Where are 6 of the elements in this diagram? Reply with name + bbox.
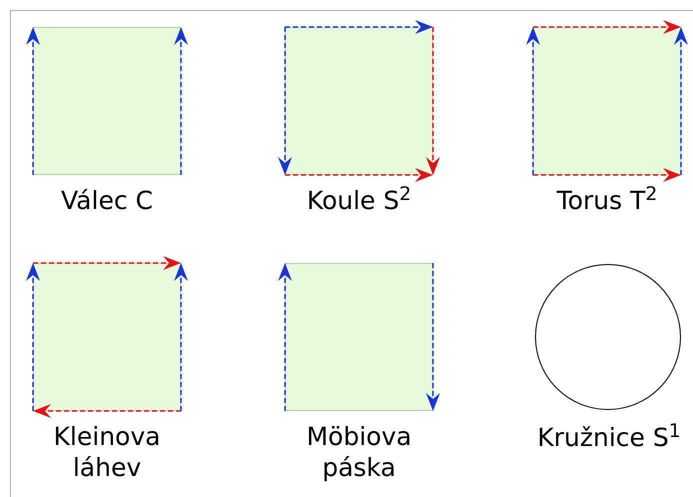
shape-label: Möbiova páska xyxy=(305,421,413,483)
shape-label: Torus T$^{2}$ xyxy=(556,185,658,216)
shape-label: Kleinova láhev xyxy=(52,421,162,483)
shape-label: Válec C xyxy=(60,185,154,216)
shape-label: Kružnice S$^{1}$ xyxy=(536,422,682,453)
shape-label: Koule S$^{2}$ xyxy=(306,185,412,216)
